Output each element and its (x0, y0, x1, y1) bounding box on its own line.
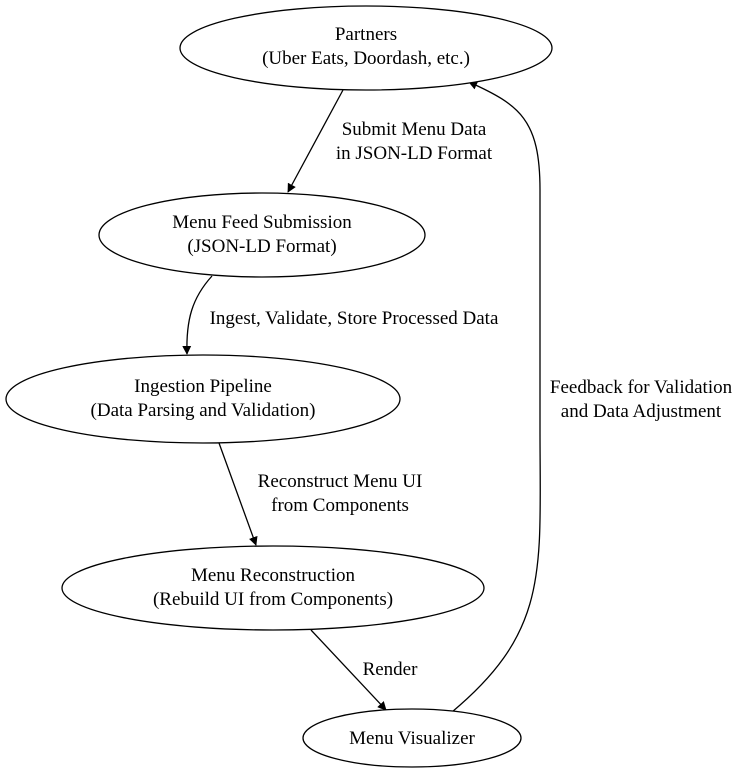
edge-submit (287, 89, 344, 193)
node-reconstruction-subtitle: (Rebuild UI from Components) (153, 589, 393, 610)
node-ingestion: Ingestion Pipeline (Data Parsing and Val… (5, 354, 401, 444)
node-menu-feed-subtitle: (JSON-LD Format) (187, 236, 336, 257)
edge-feedback (451, 81, 541, 713)
edge-render (310, 629, 387, 711)
edge-ingest-label: Ingest, Validate, Store Processed Data (210, 308, 499, 329)
edge-feedback-label-line2: and Data Adjustment (561, 401, 722, 422)
edge-ingest (182, 275, 213, 355)
node-ingestion-title: Ingestion Pipeline (134, 376, 272, 397)
edge-reconstruct-label-line1: Reconstruct Menu UI (258, 471, 423, 492)
node-visualizer: Menu Visualizer (302, 708, 522, 768)
node-visualizer-title: Menu Visualizer (349, 728, 475, 749)
edge-reconstruct (218, 442, 258, 546)
edge-feedback-label-line1: Feedback for Validation (550, 377, 733, 398)
edge-reconstruct-label-line2: from Components (271, 495, 409, 516)
node-menu-feed: Menu Feed Submission (JSON-LD Format) (98, 192, 426, 278)
node-partners: Partners (Uber Eats, Doordash, etc.) (179, 5, 553, 91)
node-partners-title: Partners (335, 24, 397, 45)
node-menu-feed-title: Menu Feed Submission (172, 212, 352, 233)
edge-render-label: Render (363, 659, 419, 680)
node-ingestion-subtitle: (Data Parsing and Validation) (91, 400, 316, 421)
node-partners-subtitle: (Uber Eats, Doordash, etc.) (262, 48, 470, 69)
edge-submit-label-line2: in JSON-LD Format (336, 143, 493, 164)
node-reconstruction: Menu Reconstruction (Rebuild UI from Com… (61, 545, 485, 631)
node-reconstruction-title: Menu Reconstruction (191, 565, 356, 586)
edge-submit-label-line1: Submit Menu Data (342, 119, 487, 140)
